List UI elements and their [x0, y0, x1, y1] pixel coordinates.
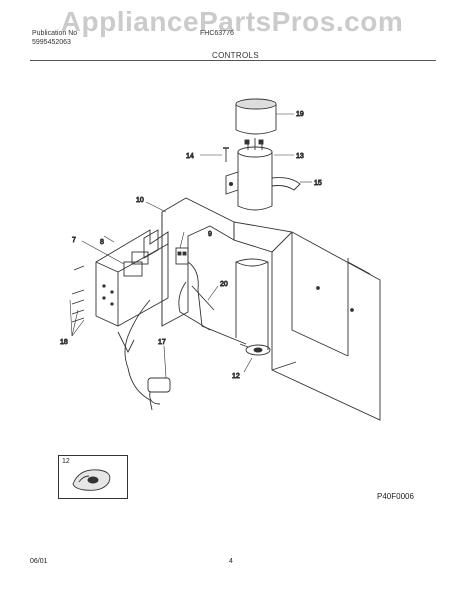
publication-label: Publication No — [32, 30, 78, 37]
callout-20: 20 — [220, 281, 228, 288]
callout-13: 13 — [296, 153, 304, 160]
callout-9: 9 — [208, 231, 212, 238]
publication-number: 5995452063 — [32, 39, 71, 46]
footer-date: 06/01 — [30, 558, 48, 565]
capacitor-cover — [235, 98, 277, 135]
screw — [223, 147, 229, 162]
capacitor-strap — [225, 171, 301, 195]
wiring-harness — [178, 261, 247, 345]
callout-12: 12 — [232, 373, 240, 380]
page-number: 4 — [229, 558, 233, 565]
section-title: CONTROLS — [212, 51, 259, 60]
model-number: FHC63776 — [200, 30, 234, 37]
capacitor — [237, 138, 273, 211]
callout-17: 17 — [158, 339, 166, 346]
callout-15: 15 — [314, 180, 322, 187]
control-box — [95, 197, 235, 327]
callout-7: 7 — [72, 237, 76, 244]
watermark: AppliancePartsPros.com — [60, 6, 404, 37]
callout-19: 19 — [296, 111, 304, 118]
grommet-detail-drawing — [72, 469, 111, 491]
leader-lines — [69, 113, 312, 379]
callout-8: 8 — [100, 239, 104, 246]
callout-18: 18 — [60, 339, 68, 346]
grommet — [239, 343, 271, 356]
callout-10: 10 — [136, 197, 144, 204]
inset-callout-12: 12 — [62, 458, 70, 465]
figure-code: P40F0006 — [377, 492, 414, 501]
grommet-detail-inset: 12 — [58, 455, 128, 499]
power-cord — [117, 299, 171, 411]
cabinet-panel — [233, 221, 381, 421]
mounting-screws — [71, 265, 85, 323]
callout-14: 14 — [186, 153, 194, 160]
header-rule — [30, 60, 436, 61]
